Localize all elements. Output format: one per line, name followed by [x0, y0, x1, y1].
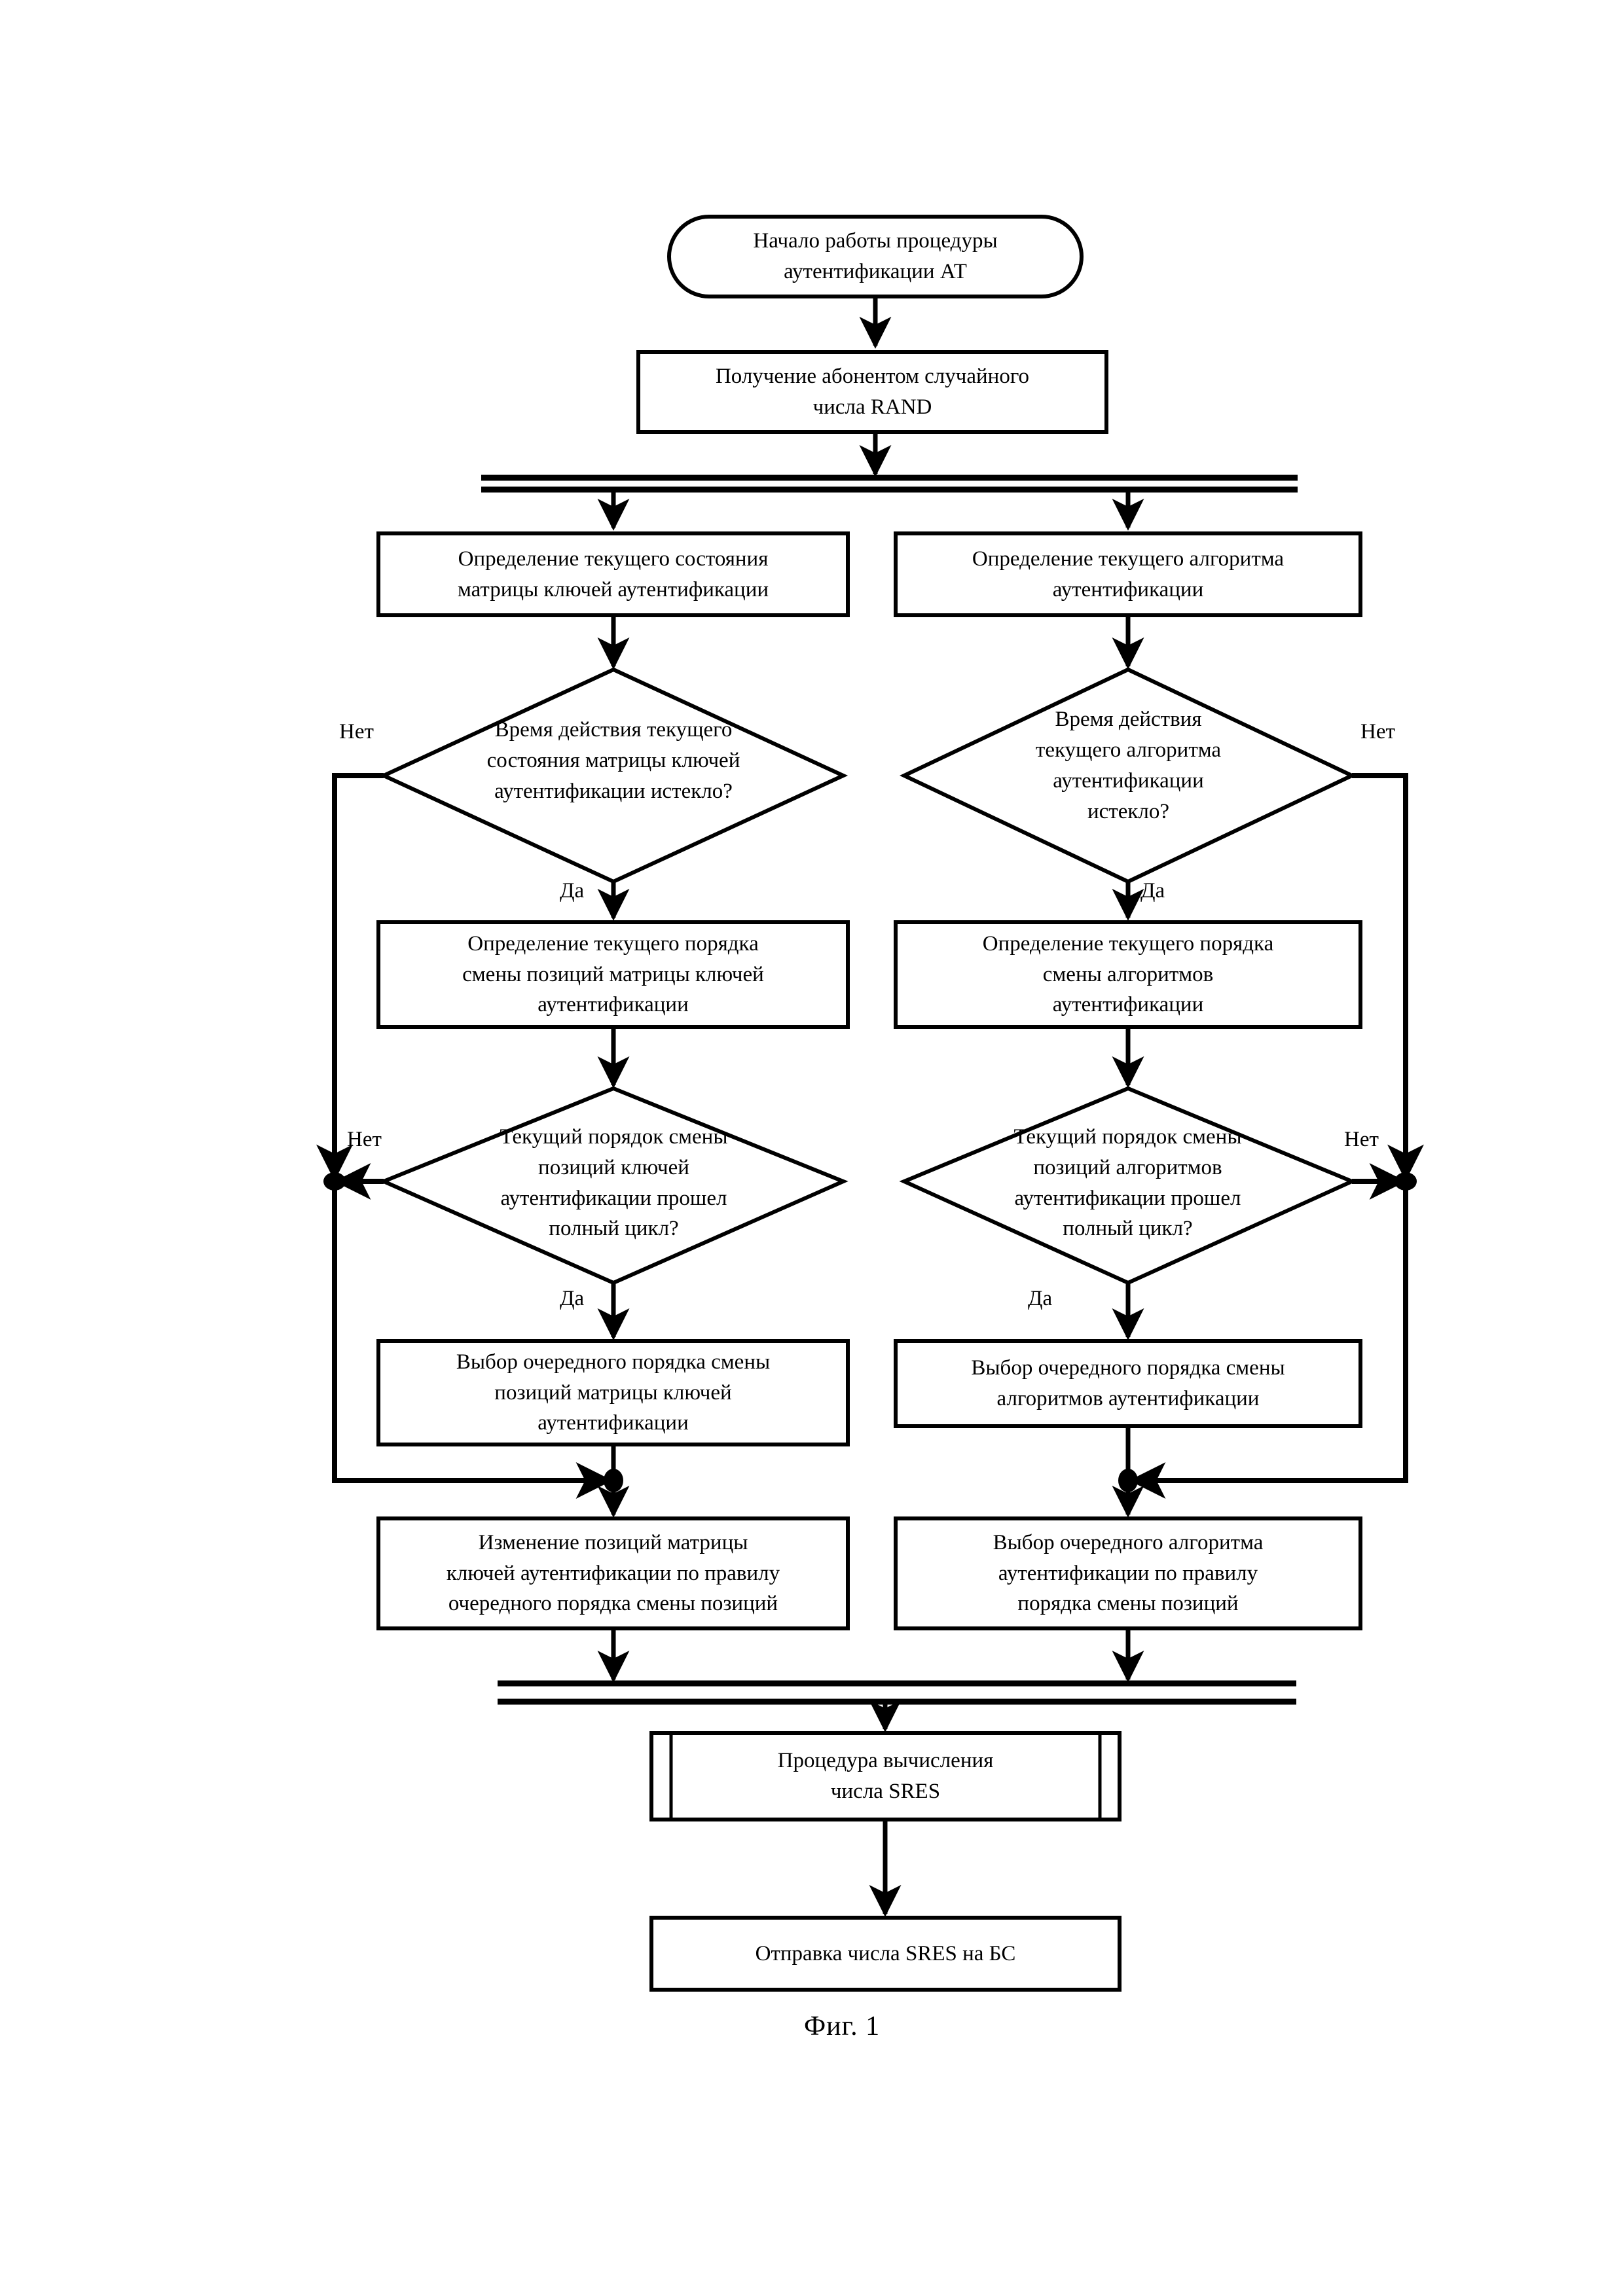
shape-right-decision-2 [899, 1086, 1357, 1285]
shape-right-decision-1 [899, 667, 1357, 884]
edge-label-right-decision-1-yes: Да [1140, 879, 1165, 903]
shape-left-decision-1 [378, 667, 848, 884]
junction-dot-right-apply [1118, 1469, 1138, 1492]
edge-right-rail-to-apply [1129, 1185, 1408, 1499]
shape-sres-procedure [649, 1731, 1122, 1821]
shape-left-apply [376, 1516, 850, 1630]
junction-dot-left-rail [323, 1172, 346, 1191]
figure-caption: Фиг. 1 [804, 2011, 881, 2041]
edge-label-left-decision-1-yes: Да [560, 879, 585, 903]
shape-left-state [376, 531, 850, 617]
edge-label-left-decision-1-no: Нет [339, 720, 374, 744]
shape-start [667, 215, 1084, 298]
edge-label-left-decision-2-yes: Да [560, 1287, 585, 1310]
shape-right-order [894, 920, 1362, 1029]
shape-send-sres [649, 1916, 1122, 1992]
shape-right-apply [894, 1516, 1362, 1630]
shape-left-decision-2 [378, 1086, 848, 1285]
shape-left-choose-order [376, 1339, 850, 1446]
edge-label-right-decision-2-yes: Да [1028, 1287, 1053, 1310]
shape-right-algo [894, 531, 1362, 617]
junction-dot-left-apply [604, 1469, 623, 1492]
edge-label-right-decision-2-no: Нет [1344, 1128, 1379, 1151]
edge-right-decision-1-no-loop [1352, 773, 1424, 1181]
edge-label-left-decision-2-no: Нет [347, 1128, 382, 1151]
shape-left-order [376, 920, 850, 1029]
shape-right-choose-order [894, 1339, 1362, 1428]
edge-left-rail-to-apply [332, 1185, 613, 1499]
edge-left-decision-1-no-loop [316, 773, 384, 1181]
junction-dot-right-rail [1395, 1172, 1417, 1191]
edge-label-right-decision-1-no: Нет [1360, 720, 1395, 744]
shape-rand [636, 350, 1108, 434]
